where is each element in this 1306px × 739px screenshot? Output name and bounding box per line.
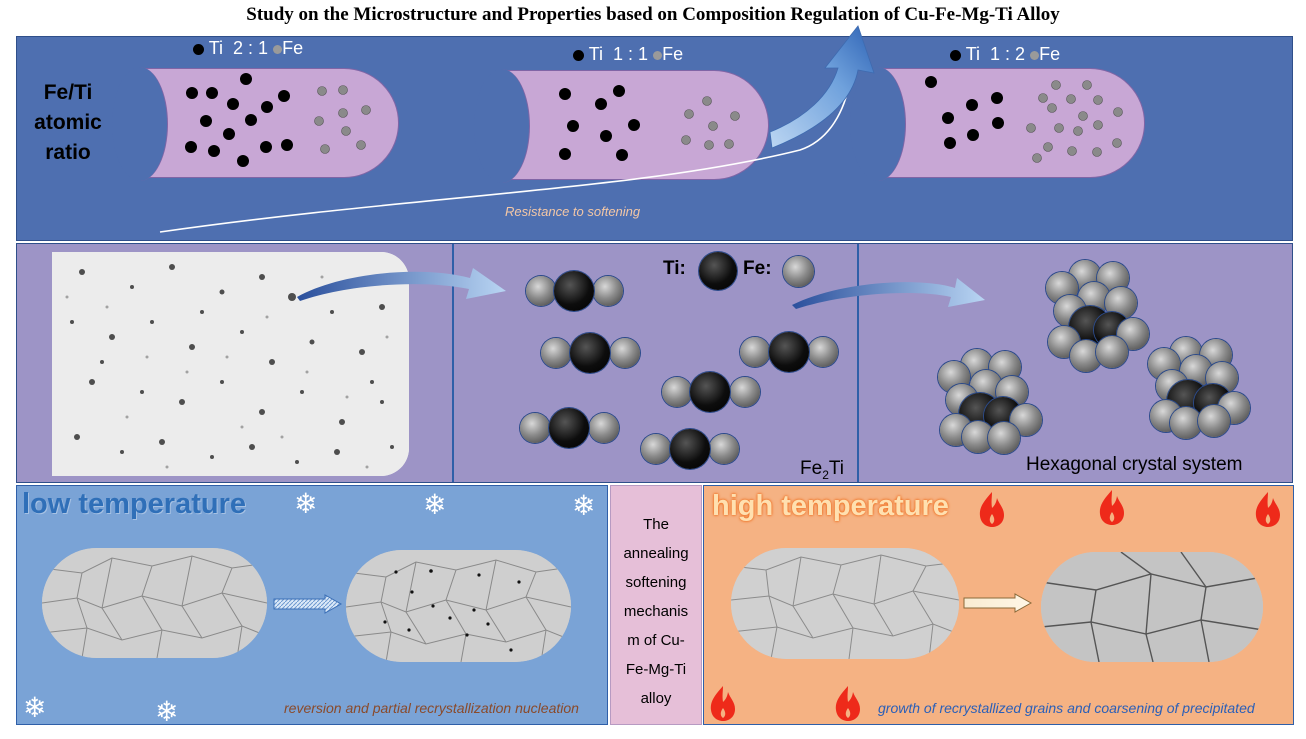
mechanism-text: The annealing softening mechanis m of Cu… — [623, 516, 689, 707]
ti-dot-icon — [950, 49, 961, 61]
flame-icon — [710, 686, 735, 721]
resistance-arrow-icon — [769, 25, 875, 149]
flame-icon — [835, 686, 860, 721]
fe-atom-legend-icon — [783, 256, 814, 287]
ti-atoms-capsule-2 — [559, 85, 640, 161]
ratio-legend-1-1: Ti 1 : 1 Fe — [573, 44, 683, 65]
ti-atom-icon — [769, 332, 809, 372]
fe-dot-icon — [273, 44, 283, 54]
mechanism-panel — [610, 485, 702, 725]
fe-atom-icon — [526, 276, 556, 306]
fe-atom-icon — [589, 413, 619, 443]
fe-atom-icon — [662, 377, 692, 407]
ti-atoms-capsule-1 — [185, 73, 293, 167]
row2-ti-legend: Ti: — [663, 258, 686, 279]
flame-icon — [1099, 490, 1124, 525]
low-temp-grain-after-image — [346, 550, 571, 662]
capsule-notch — [850, 67, 906, 181]
low-temp-grain-before-image — [42, 548, 267, 658]
fe-atom-icon — [610, 338, 640, 368]
ti-atom-icon — [549, 408, 589, 448]
fe-dot-icon — [653, 50, 663, 60]
ti-atom-icon — [554, 271, 594, 311]
ti-dot-icon — [193, 43, 204, 55]
fe-atom-icon — [641, 434, 671, 464]
row2-fe-legend: Fe: — [743, 258, 772, 279]
high-temp-caption: growth of recrystallized grains and coar… — [878, 700, 1255, 716]
capsule-notch — [112, 67, 168, 181]
flame-icon — [1255, 492, 1280, 527]
fe-atom-icon — [808, 337, 838, 367]
low-temp-arrow-icon — [273, 594, 343, 614]
fe-dot-icon — [1030, 50, 1040, 60]
fe2ti-cell — [454, 244, 859, 482]
fe2ti-label: Fe2Ti — [800, 458, 844, 482]
ti-atom-icon — [570, 333, 610, 373]
capsule-notch — [474, 69, 530, 183]
flame-icon — [979, 492, 1004, 527]
row1-atoms-overlay — [159, 25, 1123, 233]
fe-atom-icon — [593, 276, 623, 306]
fe-atoms-capsule-2 — [681, 96, 740, 150]
fe-atom-icon — [740, 337, 770, 367]
fe-atom-icon — [709, 434, 739, 464]
resistance-curve-line — [159, 79, 851, 233]
high-temperature-title: high temperature — [712, 490, 949, 522]
high-temp-arrow-icon — [963, 593, 1033, 613]
micrograph-cell — [17, 244, 454, 482]
grain-structure-nucleation — [346, 550, 571, 662]
low-temperature-title: low temperature — [22, 488, 246, 520]
fe-atom-icon — [520, 413, 550, 443]
tem-micrograph-image — [52, 252, 409, 476]
snowflake-icon: ❄ — [155, 696, 179, 727]
hexagonal-label: Hexagonal crystal system — [1026, 454, 1243, 475]
grain-structure-coarsened — [1041, 552, 1263, 662]
high-temp-grain-before-image — [731, 548, 959, 659]
low-temp-caption: reversion and partial recrystallization … — [284, 700, 579, 716]
ti-atom-icon — [670, 429, 710, 469]
capsule-ratio-2-1 — [112, 67, 399, 181]
fe-atoms-capsule-1 — [314, 85, 371, 154]
grain-structure — [731, 548, 959, 659]
fe-atom-icon — [541, 338, 571, 368]
grain-structure — [42, 548, 267, 658]
ratio-legend-1-2: Ti 1 : 2 Fe — [950, 44, 1060, 65]
snowflake-icon: ❄ — [423, 489, 447, 520]
resistance-label: Resistance to softening — [505, 204, 641, 219]
ti-dot-icon — [573, 49, 584, 61]
snowflake-icon: ❄ — [572, 490, 596, 521]
ti-atoms-capsule-3 — [925, 76, 1004, 149]
fe-ti-ratio-label: Fe/Ti atomic ratio — [34, 81, 102, 164]
snowflake-icon: ❄ — [294, 488, 318, 519]
micrograph-speckles — [52, 252, 409, 476]
high-temp-grain-after-image — [1041, 552, 1263, 662]
ti-atom-legend-icon — [699, 252, 737, 290]
row2-overlay — [297, 268, 985, 309]
fe-atoms-capsule-3 — [1026, 80, 1123, 163]
ti-atom-icon — [690, 372, 730, 412]
fe-atom-icon — [730, 377, 760, 407]
snowflake-icon: ❄ — [23, 692, 47, 723]
page-title: Study on the Microstructure and Properti… — [246, 4, 1060, 25]
curved-arrow-to-fe2ti — [297, 268, 506, 301]
curved-arrow-to-hexagonal — [792, 278, 985, 309]
ratio-legend-2-1: Ti 2 : 1 Fe — [193, 38, 303, 59]
